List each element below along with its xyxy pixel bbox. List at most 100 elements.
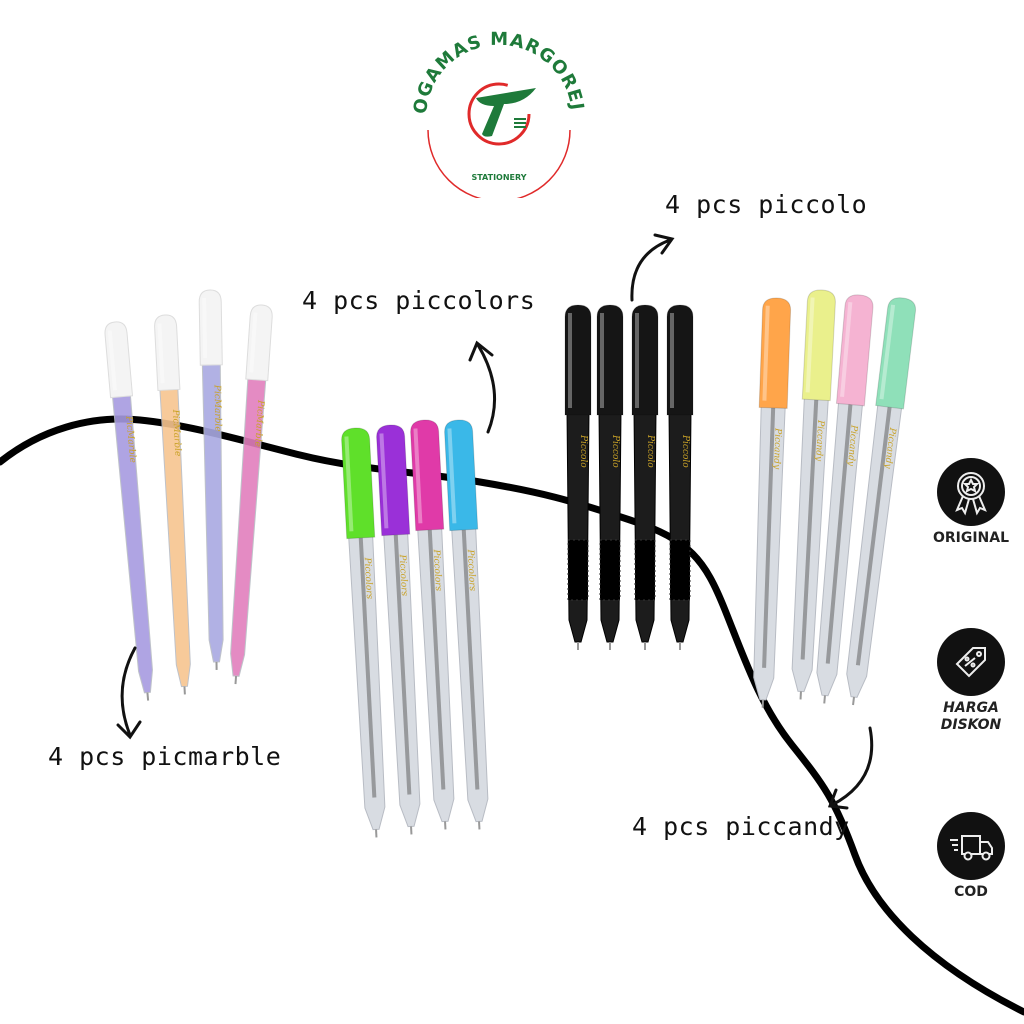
pen-cap — [801, 289, 836, 402]
pen-tip — [852, 696, 856, 706]
pen-piccolo: Piccolo — [666, 304, 694, 650]
badge-harga-diskon: HARGA DISKON — [926, 628, 1016, 734]
pen-cap — [245, 304, 273, 382]
pen-piccandy: Piccandy — [791, 289, 836, 700]
pen-print: PicMarble — [212, 384, 223, 432]
badge-label: COD — [954, 884, 988, 900]
pen-cap — [341, 427, 376, 540]
pen-refill — [800, 399, 819, 660]
label-picmarble: 4 pcs picmarble — [48, 742, 282, 771]
pen-picmarble: PicMarble — [154, 314, 191, 695]
pen-print: Piccolors — [465, 548, 477, 591]
pen-grip — [599, 539, 621, 601]
pen-cap — [758, 297, 792, 409]
pen-clip — [805, 297, 815, 393]
label-piccolors: 4 pcs piccolors — [302, 286, 536, 315]
pen-clip — [600, 313, 604, 408]
pen-print: Piccolo — [680, 434, 690, 468]
pen-print: Piccandy — [813, 419, 825, 462]
pen-picmarble: PicMarble — [198, 289, 224, 670]
pen-clip — [670, 313, 674, 408]
pen-clip — [107, 330, 117, 391]
pen-refill — [461, 529, 480, 790]
pen-tip — [234, 676, 238, 685]
pen-print: Piccolo — [610, 434, 620, 468]
pen-clip — [344, 436, 354, 532]
pen-cap — [835, 294, 874, 407]
delivery-truck-icon — [937, 812, 1005, 880]
pen-clip — [840, 302, 853, 397]
pen-print: PicMarble — [170, 408, 182, 456]
pen-clip — [762, 305, 770, 401]
pen-picmarble: PicMarble — [230, 304, 273, 685]
pen-clip — [379, 433, 389, 529]
pen-cap — [198, 289, 223, 366]
pen-cap — [666, 304, 694, 416]
pen-print: Piccolo — [645, 434, 655, 468]
badge-original: ORIGINAL — [926, 458, 1016, 547]
pen-print: PicMarble — [252, 399, 265, 447]
label-piccandy: 4 pcs piccandy — [632, 812, 850, 841]
pen-refill — [762, 407, 776, 668]
label-piccolo: 4 pcs piccolo — [665, 190, 868, 219]
arrow-piccolo — [630, 233, 675, 302]
pen-clip — [413, 428, 423, 524]
pen-refill — [358, 537, 377, 798]
pen-piccolors: Piccolors — [410, 419, 455, 830]
pen-cap — [444, 419, 479, 532]
pen-piccolors: Piccolors — [444, 419, 489, 830]
pen-piccolo: Piccolo — [564, 304, 592, 650]
pen-print: Piccolors — [362, 556, 374, 599]
pen-refill — [855, 406, 892, 666]
pen-cap — [376, 424, 411, 537]
pen-print: PicMarble — [123, 415, 137, 464]
pen-picmarble: PicMarble — [104, 321, 153, 701]
pen-clip — [202, 298, 208, 359]
arrow-picmarble — [116, 646, 142, 740]
pen-piccolors: Piccolors — [341, 427, 386, 838]
pen-grip — [634, 539, 656, 601]
pen-print: Piccolors — [431, 548, 443, 591]
pen-piccolors: Piccolors — [376, 424, 421, 835]
pen-cap — [410, 419, 445, 532]
badge-label: ORIGINAL — [932, 530, 1010, 546]
pen-piccandy: Piccandy — [846, 297, 917, 706]
store-logo: TOGAMAS MARGOREJO STATIONERY — [396, 2, 594, 202]
pen-print: Piccandy — [845, 424, 859, 468]
badge-cod: COD — [926, 812, 1016, 901]
pen-clip — [879, 304, 896, 400]
pen-clip — [635, 313, 639, 408]
pen-clip — [568, 313, 572, 408]
pen-cap — [564, 304, 592, 416]
pen-grip — [669, 539, 691, 601]
award-ribbon-icon — [937, 458, 1005, 526]
badge-label: HARGA DISKON — [940, 700, 1002, 733]
pen-clip — [447, 428, 457, 524]
pen-cap — [875, 297, 917, 410]
pen-cap — [154, 314, 181, 391]
pen-print: Piccandy — [771, 427, 782, 470]
pen-refill — [427, 529, 446, 790]
arrow-piccandy — [827, 726, 874, 810]
svg-text:STATIONERY: STATIONERY — [471, 173, 526, 182]
pen-refill — [825, 404, 853, 664]
pen-cap — [104, 321, 134, 399]
pen-piccandy: Piccandy — [816, 294, 874, 704]
arrow-piccolors — [468, 340, 497, 434]
pen-clip — [249, 312, 258, 373]
discount-tag-icon — [937, 628, 1005, 696]
pen-clip — [157, 323, 165, 384]
pen-grip — [567, 539, 589, 601]
pen-tip — [146, 692, 150, 701]
pen-refill — [393, 534, 412, 795]
pen-print: Piccolo — [578, 434, 588, 468]
pen-piccolo: Piccolo — [631, 304, 659, 650]
pen-cap — [596, 304, 624, 416]
pen-print: Piccolors — [397, 553, 409, 596]
pen-piccolo: Piccolo — [596, 304, 624, 650]
pen-tip — [823, 695, 826, 704]
